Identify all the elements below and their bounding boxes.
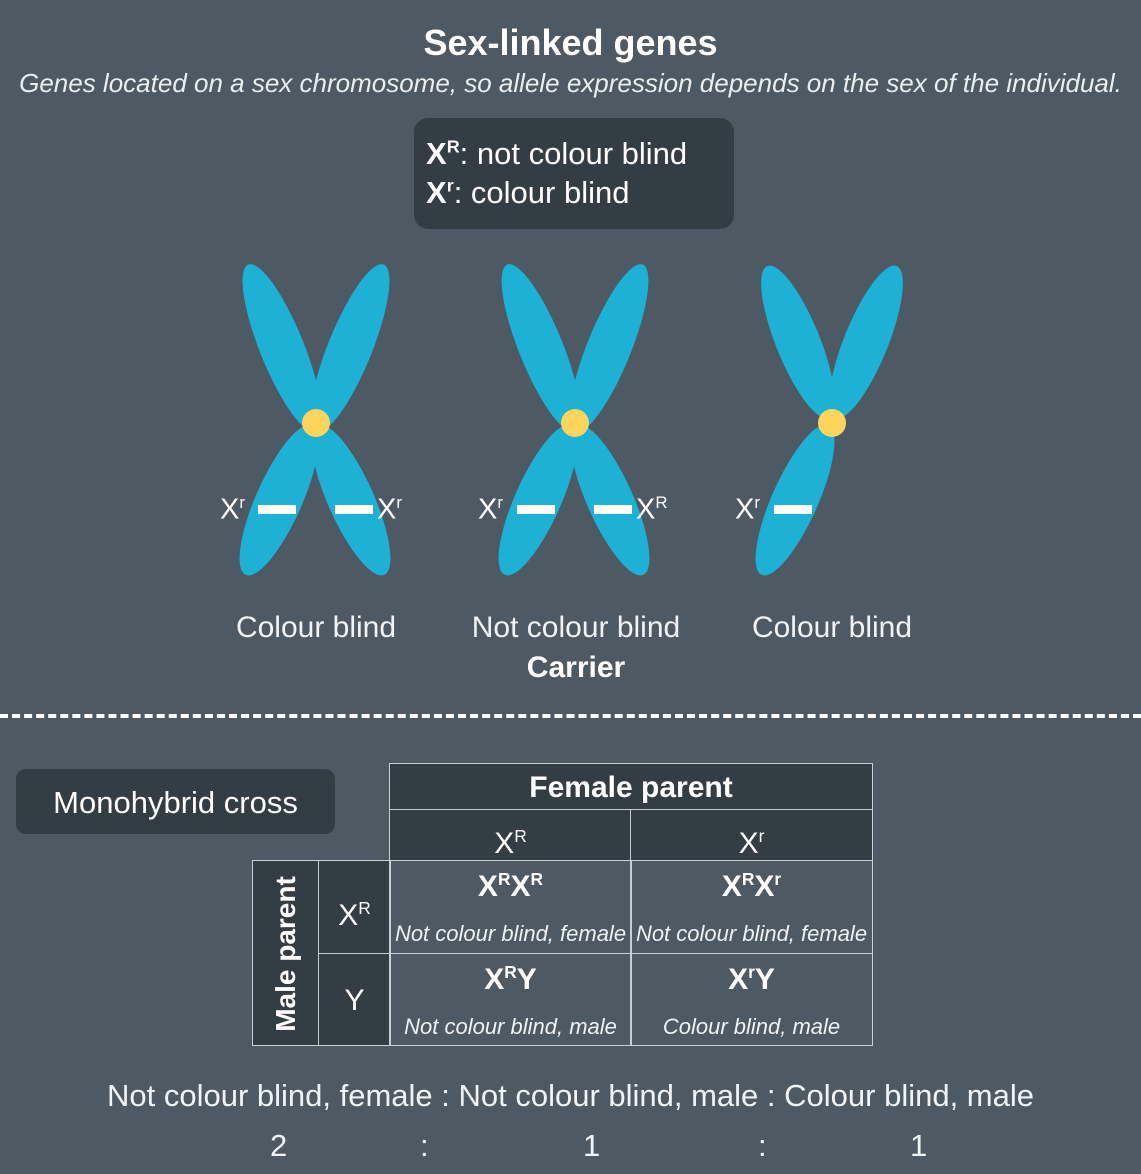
ratio-phenotypes: Not colour blind, female : Not colour bl… xyxy=(106,1078,1034,1113)
offspring-cell: XRXR Not colour blind, female xyxy=(389,860,632,954)
centromere xyxy=(818,409,846,437)
chromatid-arm xyxy=(755,424,835,576)
offspring-cell: XrY Colour blind, male xyxy=(630,953,873,1046)
allele-band xyxy=(335,505,373,514)
genotype: XRXR xyxy=(477,869,544,903)
genotype: XrY xyxy=(728,962,775,996)
phenotype: Not colour blind, female xyxy=(394,921,627,946)
chromosome-illustration xyxy=(239,264,903,576)
centromere xyxy=(302,409,330,437)
chromatid-arm xyxy=(311,424,391,576)
male-allele-2: Y xyxy=(318,953,391,1046)
ratio-value: 1 xyxy=(910,1128,928,1163)
ratio-separator: : xyxy=(758,1128,767,1163)
chromatid-arm xyxy=(239,424,319,576)
chromatid-arm xyxy=(310,264,390,432)
legend-recessive: Xr: colour blind xyxy=(426,175,630,210)
chromatid-arm xyxy=(501,264,581,432)
phenotype: Colour blind, male xyxy=(662,1014,841,1039)
allele-legend: XR: not colour blind Xr: colour blind xyxy=(414,118,734,229)
chromosome-xy-colour-blind xyxy=(755,265,903,576)
page-title: Sex-linked genes xyxy=(423,22,718,63)
chromatid-arm xyxy=(242,264,322,432)
allele-label: Xr xyxy=(478,493,503,526)
chromatid-arm xyxy=(498,424,578,576)
female-parent-header: Female parent xyxy=(389,763,873,810)
offspring-cell: XRY Not colour blind, male xyxy=(389,953,632,1046)
allele-label: Xr xyxy=(377,493,402,526)
page-subtitle: Genes located on a sex chromosome, so al… xyxy=(19,68,1122,98)
phenotype-caption: Not colour blind xyxy=(471,611,681,644)
phenotype-caption: Colour blind xyxy=(235,611,397,644)
chromosome-xx-colour-blind xyxy=(239,264,391,576)
offspring-cell: XRXr Not colour blind, female xyxy=(630,860,873,954)
ratio-value: 1 xyxy=(583,1128,601,1163)
allele-label: XR xyxy=(636,493,668,526)
ratio-value: 2 xyxy=(270,1128,288,1163)
chromatid-arm xyxy=(829,265,903,419)
allele-band xyxy=(774,505,812,514)
punnett-square: Female parent XR Xr Male parent XR Y XRX… xyxy=(252,763,873,1046)
chromatid-arm xyxy=(570,424,650,576)
ratio-separator: : xyxy=(420,1128,429,1163)
allele-band xyxy=(594,505,632,514)
phenotype: Not colour blind, female xyxy=(635,921,868,946)
phenotype-caption: Colour blind xyxy=(751,611,913,644)
centromere xyxy=(561,409,589,437)
section-divider xyxy=(0,714,1141,718)
chromatid-arm xyxy=(761,265,835,419)
male-parent-header: Male parent xyxy=(252,860,319,1046)
monohybrid-cross-label: Monohybrid cross xyxy=(16,769,335,834)
legend-dominant: XR: not colour blind xyxy=(426,136,688,171)
genotype: XRY xyxy=(484,962,537,996)
allele-band xyxy=(258,505,296,514)
male-allele-1: XR xyxy=(318,860,391,954)
phenotype: Not colour blind, male xyxy=(404,1014,617,1039)
allele-label: Xr xyxy=(735,493,760,526)
chromatid-arm xyxy=(569,264,649,432)
genotype: XRXr xyxy=(721,869,782,903)
carrier-caption: Carrier xyxy=(526,651,626,684)
female-allele-1: XR xyxy=(389,809,632,861)
female-allele-2: Xr xyxy=(630,809,873,861)
allele-band xyxy=(517,505,555,514)
chromosome-xx-carrier xyxy=(498,264,650,576)
allele-label: Xr xyxy=(220,493,245,526)
